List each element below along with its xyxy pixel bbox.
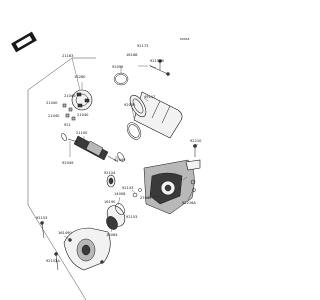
callout-label: 92153 [126,215,137,219]
callout-label: 92055 [112,65,123,69]
callout-label: 21100 [76,131,88,135]
bolt-right-upper [193,144,197,157]
callout-label: 14008 [114,192,126,196]
callout-label: 92153B [150,59,164,63]
callout-label: 92055 [124,103,135,107]
thrust-washer [61,133,125,162]
assembly-frame [27,57,87,300]
callout-label: 16064 [106,233,118,237]
callout-label: 21040 [77,113,89,117]
o-ring-middle [126,122,142,140]
callout-label: 16168 [126,53,138,57]
callout-label: 161490 [58,231,72,235]
starter-clutch [106,203,126,230]
callout-label: 92152A [46,259,60,263]
callout-label: 21040 [46,101,58,105]
callout-label: 92173 [137,44,148,48]
callout-label: 92143 [122,186,133,190]
callout-label: 13280 [74,75,86,79]
lower-housing [63,227,111,271]
armature [67,135,119,163]
callout-label: 92049 [114,158,126,162]
pinion-gear [106,174,116,188]
callout-label: 16190 [104,200,116,204]
callout-label: 21163 [62,54,73,58]
exploded-parts-diagram: P0018 [11,31,202,300]
brush-set [62,103,76,121]
long-bolt [149,65,170,76]
front-bracket [143,159,201,215]
bolt-small-top [158,59,162,70]
brush-holder-plate [71,89,93,111]
callout-label: 21040 [48,114,60,118]
bolt-left [40,221,45,239]
o-ring [113,72,129,86]
callout-label: 921 [64,123,71,127]
callout-label: 92216A [182,201,196,205]
callout-label: 49117 [144,95,155,99]
callout-label: 27045 [140,196,151,200]
callout-label: 92049 [62,161,74,165]
callout-label: 92153 [36,216,47,220]
starter-yoke [129,91,183,139]
washer-right [190,179,196,192]
leader-lines [41,57,199,264]
callout-label: 92154 [104,171,116,175]
figure-logo-icon [11,31,37,53]
figure-code: P0018 [180,37,190,41]
callout-label: 21040 [64,94,76,98]
callout-label: 92210 [190,139,202,143]
callout-labels: 21163 92173 16168 92153B 13280 92055 210… [36,44,202,263]
